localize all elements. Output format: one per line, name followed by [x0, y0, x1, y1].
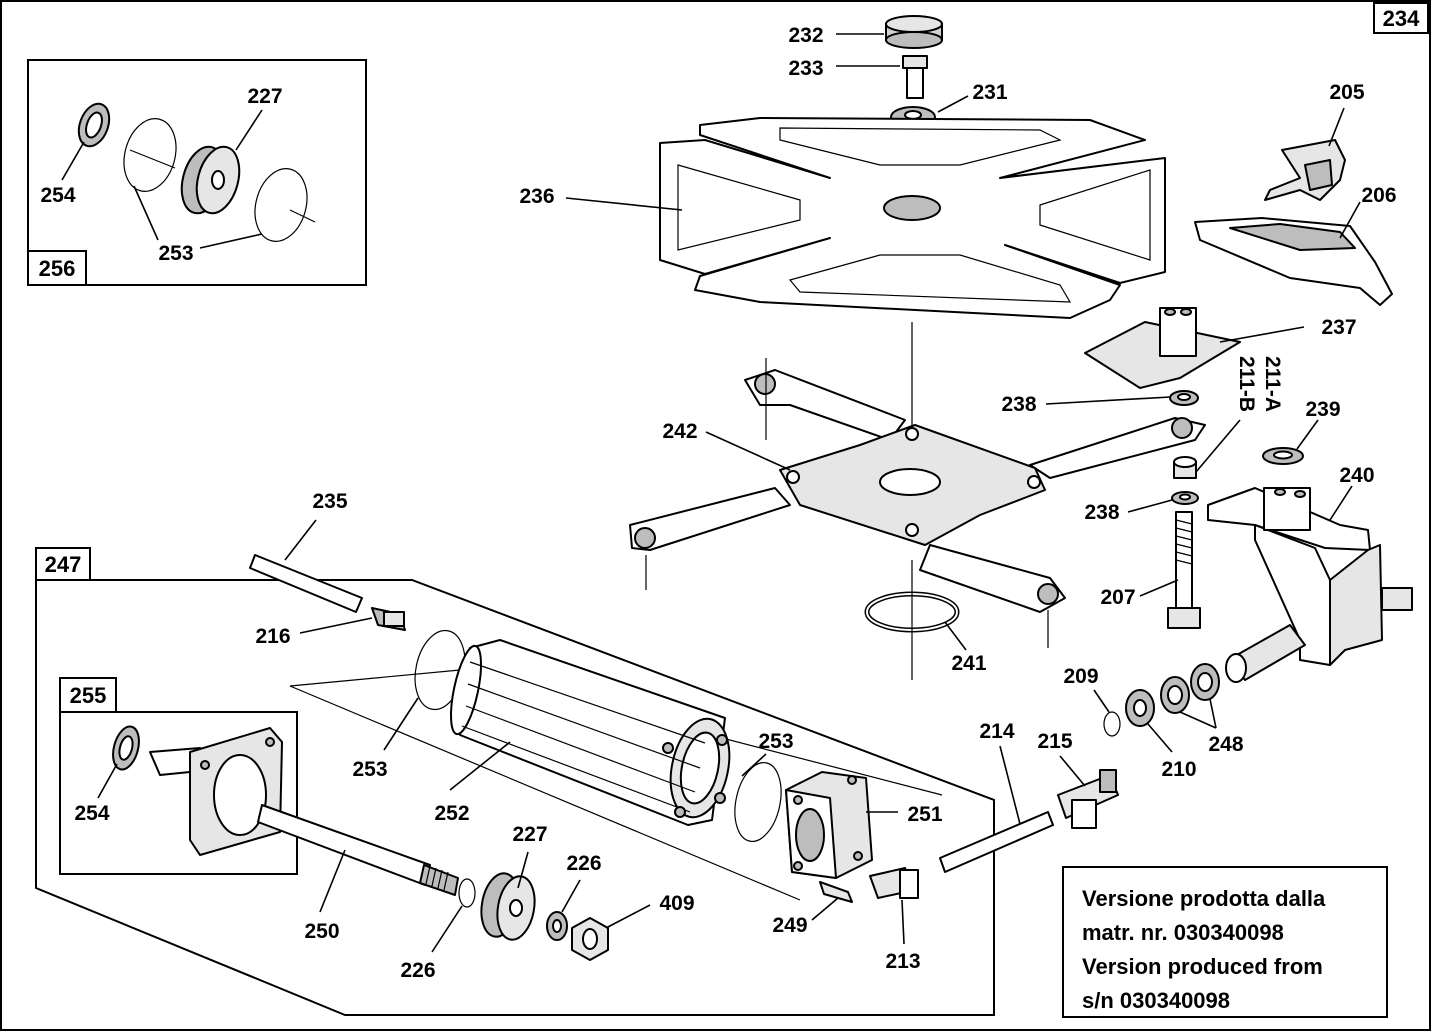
label-252: 252: [434, 802, 469, 825]
label-242: 242: [662, 420, 697, 443]
label-253-left: 253: [352, 758, 387, 781]
o-ring-part: [123, 118, 177, 192]
label-409: 409: [659, 892, 694, 915]
pin-shaft-part: [1225, 624, 1306, 683]
label-236: 236: [519, 185, 554, 208]
label-237: 237: [1321, 316, 1356, 339]
turntable-plate-part: [659, 117, 1166, 319]
label-216: 216: [255, 625, 290, 648]
label-232: 232: [788, 24, 823, 47]
bracket-part: [1207, 487, 1413, 666]
label-233: 233: [788, 57, 823, 80]
label-215: 215: [1037, 730, 1072, 753]
circlip-part: [1103, 711, 1121, 737]
note-line-2: matr. nr. 030340098: [1082, 920, 1284, 945]
clamp-jaw-part: [1264, 139, 1346, 201]
label-235: 235: [312, 490, 347, 513]
piston-227-part: [480, 872, 536, 941]
label-239: 239: [1305, 398, 1340, 421]
group-255-inset: 255 254: [59, 677, 298, 875]
tube-235-part: [249, 554, 363, 613]
label-254-inset: 254: [74, 802, 109, 825]
washer-210: [1125, 689, 1155, 727]
tube-214-part: [939, 811, 1054, 873]
washer-226-left: [458, 878, 476, 908]
page-number-box: 234: [1373, 2, 1429, 34]
ring-part: [1160, 663, 1220, 714]
label-205: 205: [1329, 81, 1364, 104]
group-247-label: 247: [45, 552, 82, 577]
bolt-part: [902, 55, 928, 99]
jaw-cover-part: [1194, 217, 1393, 306]
screw-part: [1167, 511, 1201, 629]
group-256-inset: 256 227 254 253: [27, 59, 367, 286]
label-254: 254: [40, 184, 75, 207]
nut-409-part: [571, 917, 609, 961]
label-210: 210: [1161, 758, 1196, 781]
fitting-216-part: [371, 607, 406, 631]
cylinder-barrel-part: [449, 639, 731, 826]
group-256-label: 256: [39, 256, 76, 281]
label-248: 248: [1208, 733, 1243, 756]
group-247-box: 247: [35, 547, 995, 1016]
slide-block-part: [1084, 307, 1241, 389]
label-211-a: 211-A: [1261, 356, 1284, 412]
label-226-left: 226: [400, 959, 435, 982]
version-note-box: Versione prodotta dalla matr. nr. 030340…: [1062, 866, 1388, 1018]
label-249: 249: [772, 914, 807, 937]
washer-239: [1262, 447, 1304, 465]
washer-238-lower: [1171, 491, 1199, 505]
label-209: 209: [1063, 665, 1098, 688]
label-213: 213: [885, 950, 920, 973]
label-227-lower: 227: [512, 823, 547, 846]
seal-254-part: [112, 725, 140, 771]
tee-fitting-part: [1057, 769, 1119, 829]
label-253-right: 253: [758, 730, 793, 753]
piston-rod-part: [257, 804, 459, 896]
cross-arm-part: [629, 369, 1206, 613]
note-line-3: Version produced from: [1082, 954, 1323, 979]
end-flange-part: [785, 771, 873, 879]
label-226-right: 226: [566, 852, 601, 875]
label-207: 207: [1100, 586, 1135, 609]
o-ring-253-right: [734, 762, 782, 842]
washer-238-upper: [1169, 390, 1199, 406]
o-ring-part: [254, 168, 308, 242]
label-227: 227: [247, 85, 282, 108]
piston-part: [180, 145, 241, 215]
cap-part: [885, 15, 943, 49]
seal-ring-part: [77, 102, 111, 148]
label-211-b: 211-B: [1235, 356, 1258, 412]
label-214: 214: [979, 720, 1014, 743]
label-250: 250: [304, 920, 339, 943]
label-241: 241: [951, 652, 986, 675]
elbow-fitting-part: [869, 867, 919, 899]
label-231: 231: [972, 81, 1007, 104]
group-255-label: 255: [70, 683, 107, 708]
label-240: 240: [1339, 464, 1374, 487]
note-line-1: Versione prodotta dalla: [1082, 886, 1326, 911]
label-253: 253: [158, 242, 193, 265]
label-251: 251: [907, 803, 942, 826]
page-number: 234: [1383, 6, 1420, 31]
note-line-4: s/n 030340098: [1082, 988, 1231, 1013]
nut-part: [1173, 456, 1197, 479]
label-238-upper: 238: [1001, 393, 1036, 416]
screw-249-part: [819, 881, 853, 903]
label-238-lower: 238: [1084, 501, 1119, 524]
label-206: 206: [1361, 184, 1396, 207]
